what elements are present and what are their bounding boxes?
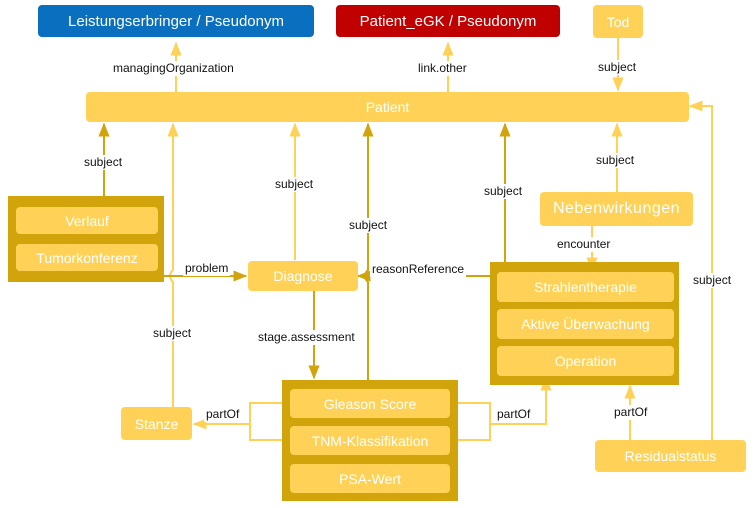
- label-subject-residual: subject: [691, 273, 734, 288]
- label-problem: problem: [183, 261, 231, 276]
- label-subject-tod: subject: [596, 60, 639, 75]
- label-subject-diagnose: subject: [273, 177, 316, 192]
- strahlentherapie-node: Strahlentherapie: [497, 272, 674, 302]
- psa-node: PSA-Wert: [290, 464, 450, 493]
- label-stage-assessment: stage.assessment: [256, 330, 357, 345]
- diagnose-node: Diagnose: [248, 261, 358, 291]
- label-partof-stanze: partOf: [204, 407, 242, 422]
- label-link-other: link.other: [416, 61, 469, 76]
- stanze-node: Stanze: [121, 407, 192, 440]
- label-subject-therapie: subject: [482, 184, 525, 199]
- operation-node: Operation: [497, 346, 674, 376]
- tumorkonferenz-node: Tumorkonferenz: [16, 244, 158, 271]
- label-encounter: encounter: [555, 237, 613, 252]
- label-subject-verlauf: subject: [82, 155, 125, 170]
- label-reason-reference: reasonReference: [370, 262, 467, 277]
- label-subject-nebenwirkungen: subject: [594, 153, 637, 168]
- label-subject-gleason: subject: [347, 218, 390, 233]
- tod-node: Tod: [593, 5, 643, 38]
- label-managing-organization: managingOrganization: [111, 61, 236, 76]
- label-subject-stanze: subject: [151, 326, 194, 341]
- patient-node: Patient: [86, 92, 689, 122]
- gleason-score-node: Gleason Score: [290, 389, 450, 418]
- verlauf-node: Verlauf: [16, 207, 158, 234]
- tnm-node: TNM-Klassifikation: [290, 426, 450, 455]
- label-partof-residual: partOf: [612, 405, 650, 420]
- label-partof-therapie: partOf: [495, 407, 533, 422]
- nebenwirkungen-node: Nebenwirkungen: [540, 192, 693, 226]
- aktive-ueberwachung-node: Aktive Überwachung: [497, 309, 674, 339]
- patient-egk-node: Patient_eGK / Pseudonym: [336, 5, 560, 37]
- leistungserbringer-node: Leistungserbringer / Pseudonym: [38, 5, 314, 37]
- residualstatus-node: Residualstatus: [595, 440, 746, 472]
